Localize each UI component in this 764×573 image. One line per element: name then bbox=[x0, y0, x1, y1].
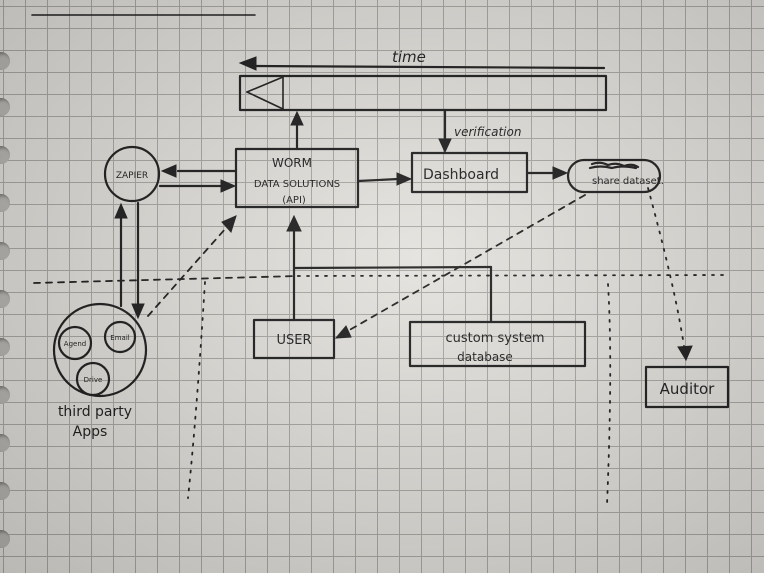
verification-label: verification bbox=[454, 125, 521, 139]
binder-hole bbox=[0, 98, 10, 116]
custom-db-line2: database bbox=[457, 350, 513, 364]
auditor-label: Auditor bbox=[660, 380, 716, 398]
binder-hole bbox=[0, 194, 10, 212]
binder-hole bbox=[0, 242, 10, 260]
worm-subtitle: DATA SOLUTIONS bbox=[254, 179, 340, 190]
custom-db-box bbox=[408, 320, 587, 368]
arrowhead bbox=[396, 172, 413, 186]
share-to-user-dashed bbox=[345, 194, 586, 333]
arrowhead bbox=[286, 214, 302, 232]
user-label: USER bbox=[276, 333, 311, 348]
share-to-auditor-dotted bbox=[647, 187, 685, 347]
arrowhead bbox=[552, 166, 569, 180]
timeline-storage-bar bbox=[238, 74, 608, 112]
boundary-line-right bbox=[297, 274, 729, 277]
binder-hole bbox=[0, 338, 10, 356]
bar-mark bbox=[246, 91, 284, 110]
arrowhead bbox=[131, 303, 145, 320]
arrowhead bbox=[114, 202, 128, 219]
third-party-line2: Apps bbox=[73, 424, 108, 440]
arrowhead bbox=[677, 345, 693, 362]
worm-api: (API) bbox=[282, 195, 306, 206]
worm-title: WORM bbox=[272, 156, 312, 170]
binder-hole bbox=[0, 290, 10, 308]
binder-hole bbox=[0, 434, 10, 452]
timeline-arrowhead bbox=[238, 56, 257, 71]
arrowhead bbox=[438, 138, 452, 154]
custom-db-line1: custom system bbox=[445, 331, 544, 346]
auditor-box bbox=[644, 365, 730, 409]
vertical-boundary-left bbox=[187, 281, 206, 499]
drive-app-node bbox=[75, 361, 111, 397]
zapier-node bbox=[103, 145, 161, 203]
share-dataset-node bbox=[566, 158, 662, 194]
arrowhead bbox=[290, 110, 304, 126]
dashboard-label: Dashboard bbox=[423, 167, 499, 183]
drive-label: Drive bbox=[84, 376, 103, 384]
email-app-node bbox=[103, 320, 137, 354]
arrowhead bbox=[334, 325, 352, 339]
arrowhead bbox=[221, 215, 237, 233]
binder-hole bbox=[0, 482, 10, 500]
zapier-label: ZAPIER bbox=[116, 171, 148, 181]
binder-hole bbox=[0, 530, 10, 548]
agenda-app-node bbox=[57, 325, 93, 361]
time-label: time bbox=[392, 48, 426, 66]
third-party-line1: third party bbox=[58, 404, 132, 420]
boundary-line-left bbox=[33, 275, 299, 284]
apps-to-worm-dashed bbox=[147, 227, 227, 317]
third-party-apps-node bbox=[52, 302, 148, 398]
arrowhead bbox=[160, 164, 177, 178]
scribble-mark bbox=[588, 161, 640, 170]
bar-mark bbox=[246, 76, 284, 93]
db-connector-line bbox=[292, 265, 493, 270]
timeline-arrow bbox=[250, 64, 606, 70]
worm-to-dashboard-arrow bbox=[356, 177, 400, 183]
binder-hole bbox=[0, 52, 10, 70]
arrowhead bbox=[220, 179, 237, 193]
email-label: Email bbox=[110, 334, 129, 342]
vertical-boundary-right bbox=[606, 283, 612, 506]
share-dataset-label: share dataset. bbox=[592, 176, 664, 187]
binder-hole bbox=[0, 386, 10, 404]
agenda-label: Agend bbox=[64, 340, 86, 348]
binder-hole bbox=[0, 146, 10, 164]
